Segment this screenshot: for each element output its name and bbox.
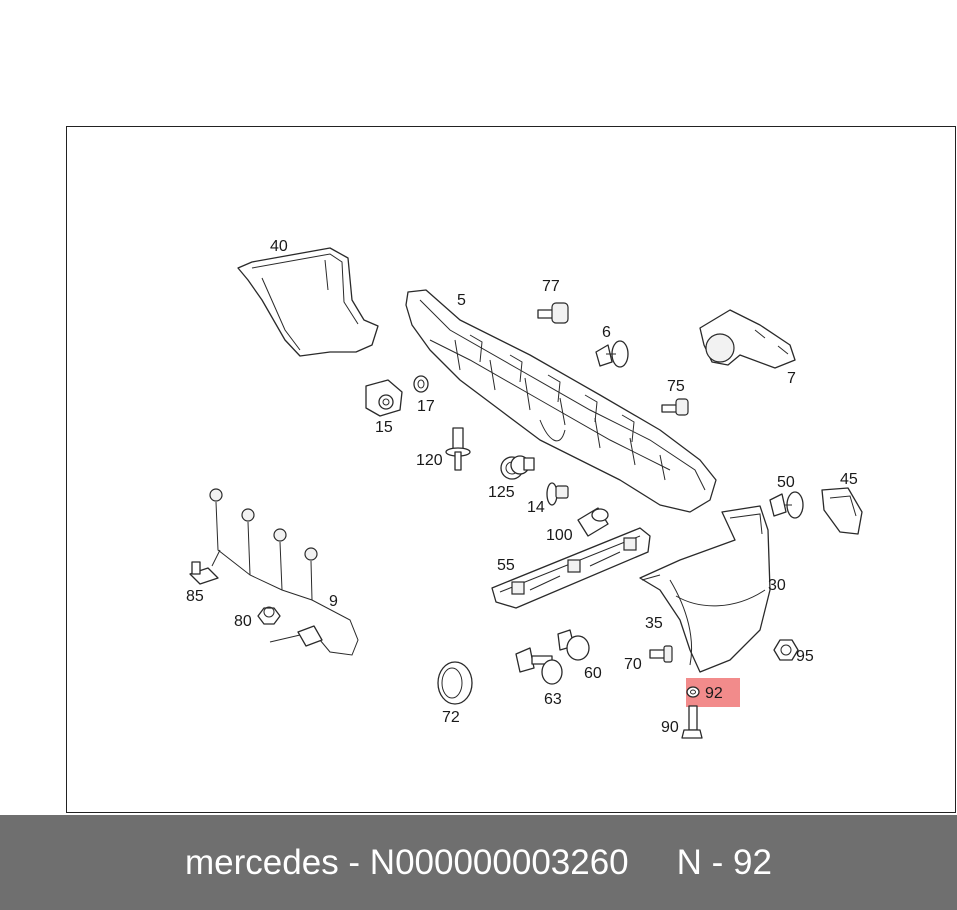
label-6: 6 xyxy=(602,324,611,341)
label-80: 80 xyxy=(234,613,252,630)
label-55: 55 xyxy=(497,557,515,574)
part-90 xyxy=(681,705,703,739)
label-92: 92 xyxy=(705,685,723,702)
label-50: 50 xyxy=(777,474,795,491)
label-60: 60 xyxy=(584,665,602,682)
label-15: 15 xyxy=(375,419,393,436)
label-9: 9 xyxy=(329,593,338,610)
label-125: 125 xyxy=(488,484,515,501)
part-labels: 40 5 77 6 7 17 15 75 120 125 14 50 45 10… xyxy=(186,238,858,736)
label-63: 63 xyxy=(544,691,562,708)
footer-bar: mercedes - N000000003260 N - 92 xyxy=(0,815,957,910)
part-30 xyxy=(639,505,771,673)
label-30: 30 xyxy=(768,577,786,594)
label-40: 40 xyxy=(270,238,288,255)
footer-brand-part-number: mercedes - N000000003260 xyxy=(185,842,629,882)
part-35 xyxy=(669,579,693,666)
part-100 xyxy=(577,507,609,537)
part-45 xyxy=(821,487,863,535)
part-80 xyxy=(257,606,281,625)
label-77: 77 xyxy=(542,278,560,295)
part-120 xyxy=(445,427,471,471)
label-45: 45 xyxy=(840,471,858,488)
part-60 xyxy=(557,629,590,661)
label-17: 17 xyxy=(417,398,435,415)
part-63 xyxy=(515,647,563,685)
footer-reference: N - 92 xyxy=(676,842,772,882)
label-14: 14 xyxy=(527,499,545,516)
label-5: 5 xyxy=(457,292,466,309)
part-75 xyxy=(661,398,689,416)
label-75: 75 xyxy=(667,378,685,395)
part-40 xyxy=(237,247,379,357)
label-70: 70 xyxy=(624,656,642,673)
label-72: 72 xyxy=(442,709,460,726)
part-17 xyxy=(413,375,429,393)
part-125 xyxy=(500,455,535,480)
label-95: 95 xyxy=(796,648,814,665)
part-95 xyxy=(773,639,799,661)
label-35: 35 xyxy=(645,615,663,632)
part-70 xyxy=(649,645,673,663)
label-85: 85 xyxy=(186,588,204,605)
label-120: 120 xyxy=(416,452,443,469)
part-6 xyxy=(595,340,629,368)
label-7: 7 xyxy=(787,370,796,387)
label-100: 100 xyxy=(546,527,573,544)
part-77 xyxy=(537,302,569,324)
part-55 xyxy=(491,527,651,609)
part-72 xyxy=(437,661,473,705)
part-14 xyxy=(546,482,569,506)
part-92 xyxy=(686,678,740,707)
part-5 xyxy=(405,289,717,513)
part-15 xyxy=(365,379,403,417)
part-50 xyxy=(769,491,804,519)
part-7 xyxy=(699,309,796,369)
part-85 xyxy=(189,561,219,585)
label-90: 90 xyxy=(661,719,679,736)
part-9 xyxy=(209,488,359,656)
